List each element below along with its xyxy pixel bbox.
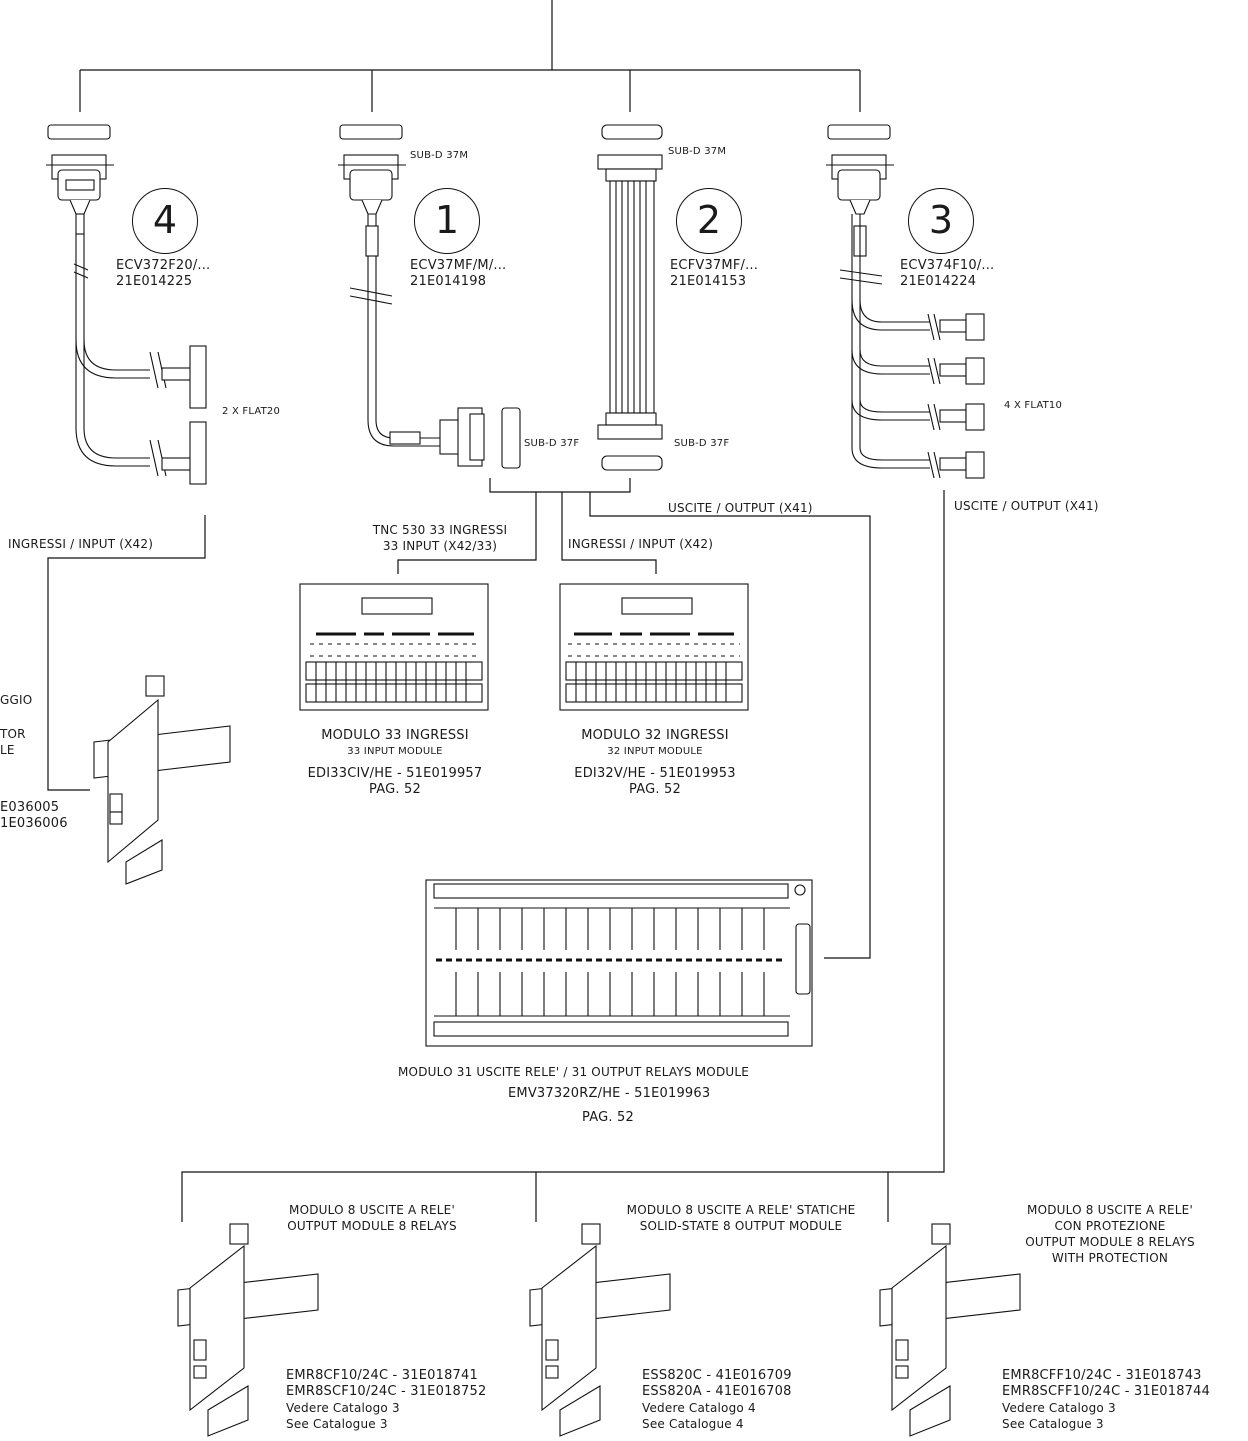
cable-4-label: ECV372F20/... 21E014225 <box>116 258 210 290</box>
din-3-title-4: WITH PROTECTION <box>1000 1250 1220 1266</box>
cable-4-number: 4 <box>132 188 198 254</box>
din-3-cat-1: Vedere Catalogo 3 <box>1002 1400 1210 1416</box>
din-1-title-2: OUTPUT MODULE 8 RELAYS <box>254 1218 490 1234</box>
module-32-text: MODULO 32 INGRESSI 32 INPUT MODULE EDI32… <box>550 728 760 798</box>
din-module-3-drawing <box>880 1224 1020 1436</box>
left-module-code1: E036005 <box>0 800 59 816</box>
din-1-title: MODULO 8 USCITE A RELE' OUTPUT MODULE 8 … <box>254 1202 490 1234</box>
module-33-code: EDI33CIV/HE - 51E019957 <box>290 766 500 782</box>
cable-4-note: 2 X FLAT20 <box>222 404 280 420</box>
input-left-label: INGRESSI / INPUT (X42) <box>8 536 153 552</box>
din-2-details: ESS820C - 41E016709 ESS820A - 41E016708 … <box>642 1368 792 1432</box>
module-32-subtitle: 32 INPUT MODULE <box>550 744 760 760</box>
din-3-code-2: EMR8SCFF10/24C - 31E018744 <box>1002 1384 1210 1400</box>
tnc-line2: 33 INPUT (X42/33) <box>340 538 540 554</box>
module-33-subtitle: 33 INPUT MODULE <box>290 744 500 760</box>
din-2-cat-2: See Catalogue 4 <box>642 1416 792 1432</box>
module-33-page: PAG. 52 <box>290 782 500 798</box>
din-2-title: MODULO 8 USCITE A RELE' STATICHE SOLID-S… <box>596 1202 886 1234</box>
cable-4-drawing <box>46 125 206 484</box>
output-right-label: USCITE / OUTPUT (X41) <box>954 498 1099 514</box>
module-32-title: MODULO 32 INGRESSI <box>550 728 760 744</box>
cable-2-code: ECFV37MF/... <box>670 258 758 274</box>
cable-2-drawing <box>598 125 662 470</box>
input-module-32-drawing <box>560 584 748 710</box>
module-32-page: PAG. 52 <box>550 782 760 798</box>
cable-3-article: 21E014224 <box>900 274 994 290</box>
din-module-left-drawing <box>94 676 230 884</box>
din-3-code-1: EMR8CFF10/24C - 31E018743 <box>1002 1368 1210 1384</box>
relay-board-drawing <box>426 880 812 1046</box>
cable-2-number: 2 <box>676 188 742 254</box>
module-32-code: EDI32V/HE - 51E019953 <box>550 766 760 782</box>
din-3-title-3: OUTPUT MODULE 8 RELAYS <box>1000 1234 1220 1250</box>
left-module-line3: LE <box>0 742 15 758</box>
din-2-code-2: ESS820A - 41E016708 <box>642 1384 792 1400</box>
cable-3-label: ECV374F10/... 21E014224 <box>900 258 994 290</box>
module-33-title: MODULO 33 INGRESSI <box>290 728 500 744</box>
cable-2-bottom-connector: SUB-D 37F <box>674 436 729 452</box>
din-1-cat-2: See Catalogue 3 <box>286 1416 486 1432</box>
cable-3-code: ECV374F10/... <box>900 258 994 274</box>
cable-3-number: 3 <box>908 188 974 254</box>
cable-2-article: 21E014153 <box>670 274 758 290</box>
left-module-line1: GGIO <box>0 692 32 708</box>
din-1-code-2: EMR8SCF10/24C - 31E018752 <box>286 1384 486 1400</box>
left-module-line2: TOR <box>0 726 26 742</box>
cable-1-top-connector: SUB-D 37M <box>410 148 468 164</box>
din-2-code-1: ESS820C - 41E016709 <box>642 1368 792 1384</box>
din-2-cat-1: Vedere Catalogo 4 <box>642 1400 792 1416</box>
din-3-title-1: MODULO 8 USCITE A RELE' <box>1000 1202 1220 1218</box>
cable-3-drawing <box>826 125 984 478</box>
din-1-code-1: EMR8CF10/24C - 31E018741 <box>286 1368 486 1384</box>
cable-1-article: 21E014198 <box>410 274 506 290</box>
output-mid-label: USCITE / OUTPUT (X41) <box>668 500 813 516</box>
tnc-label: TNC 530 33 INGRESSI 33 INPUT (X42/33) <box>340 522 540 554</box>
input-module-33-drawing <box>300 584 488 710</box>
din-3-title: MODULO 8 USCITE A RELE' CON PROTEZIONE O… <box>1000 1202 1220 1266</box>
module-31-code: EMV37320RZ/HE - 51E019963 <box>508 1086 710 1102</box>
din-1-details: EMR8CF10/24C - 31E018741 EMR8SCF10/24C -… <box>286 1368 486 1432</box>
din-2-title-2: SOLID-STATE 8 OUTPUT MODULE <box>596 1218 886 1234</box>
cable-3-note: 4 X FLAT10 <box>1004 398 1062 414</box>
din-3-cat-2: See Catalogue 3 <box>1002 1416 1210 1432</box>
din-3-title-2: CON PROTEZIONE <box>1000 1218 1220 1234</box>
cable-1-drawing <box>338 125 520 468</box>
cable-1-bottom-connector: SUB-D 37F <box>524 436 579 452</box>
cable-1-code: ECV37MF/M/... <box>410 258 506 274</box>
cable-2-top-connector: SUB-D 37M <box>668 144 726 160</box>
module-33-text: MODULO 33 INGRESSI 33 INPUT MODULE EDI33… <box>290 728 500 798</box>
cable-1-number: 1 <box>414 188 480 254</box>
tnc-line1: TNC 530 33 INGRESSI <box>340 522 540 538</box>
din-3-details: EMR8CFF10/24C - 31E018743 EMR8SCFF10/24C… <box>1002 1368 1210 1432</box>
cable-2-label: ECFV37MF/... 21E014153 <box>670 258 758 290</box>
module-31-page: PAG. 52 <box>582 1110 634 1126</box>
input-mid-label: INGRESSI / INPUT (X42) <box>568 536 713 552</box>
din-2-title-1: MODULO 8 USCITE A RELE' STATICHE <box>596 1202 886 1218</box>
din-1-title-1: MODULO 8 USCITE A RELE' <box>254 1202 490 1218</box>
cable-4-code: ECV372F20/... <box>116 258 210 274</box>
cable-1-label: ECV37MF/M/... 21E014198 <box>410 258 506 290</box>
module-31-title: MODULO 31 USCITE RELE' / 31 OUTPUT RELAY… <box>398 1064 749 1080</box>
left-module-code2: 1E036006 <box>0 816 68 832</box>
cable-4-article: 21E014225 <box>116 274 210 290</box>
din-1-cat-1: Vedere Catalogo 3 <box>286 1400 486 1416</box>
